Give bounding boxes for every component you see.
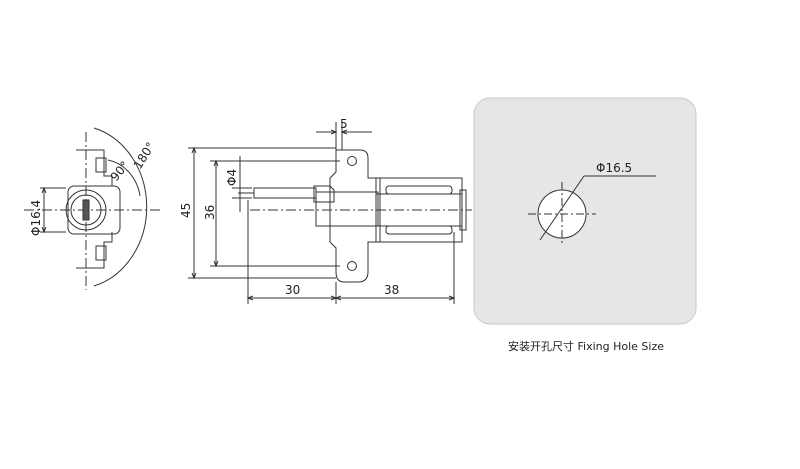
hole-diameter-label: Φ16.5 xyxy=(596,161,632,175)
arc-90 xyxy=(107,159,141,197)
diameter-16-4-label: Φ16.4 xyxy=(29,200,43,236)
lock-body xyxy=(67,185,121,235)
top-screw-hole xyxy=(347,156,357,166)
lock-cylinder-inner xyxy=(70,194,102,226)
angle-180-label: 180° xyxy=(131,140,158,172)
bottom-screw-hole xyxy=(347,261,357,271)
bottom-bracket-slot xyxy=(95,245,107,261)
plunger-head xyxy=(313,185,335,203)
mounting-plate xyxy=(329,149,381,283)
plunger-body xyxy=(315,191,379,227)
dim-45-label: 45 xyxy=(179,203,193,218)
hole-leader-line xyxy=(539,175,585,241)
side-view: 5 Φ4 45 36 30 38 xyxy=(179,117,472,304)
bottom-bracket xyxy=(96,232,113,269)
dim-5-label: 5 xyxy=(340,117,348,131)
top-bracket-slot xyxy=(95,157,107,173)
dim-38-label: 38 xyxy=(384,283,399,297)
keyway xyxy=(82,199,90,221)
plunger-pin xyxy=(253,187,317,199)
fixing-hole-panel: Φ16.5 xyxy=(473,97,697,325)
fixing-hole-caption: 安装开孔尺寸 Fixing Hole Size xyxy=(508,340,664,353)
arc-180 xyxy=(93,127,148,287)
lock-cylinder-outer xyxy=(65,189,107,231)
top-bracket xyxy=(96,149,113,186)
dim-diameter-4-label: Φ4 xyxy=(225,169,239,186)
dim-30-label: 30 xyxy=(285,283,300,297)
angle-90-label: 90° xyxy=(108,159,132,184)
dim-36-label: 36 xyxy=(203,205,217,220)
front-view: Φ16.4 90° 180° xyxy=(24,127,160,290)
